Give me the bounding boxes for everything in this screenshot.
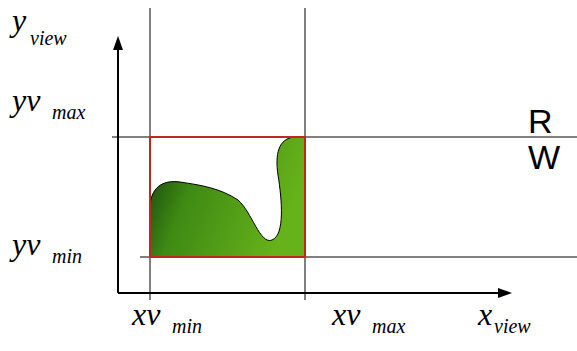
y-axis-arrow — [113, 36, 123, 50]
axis-subscript: view — [494, 316, 531, 336]
y-axis — [117, 46, 119, 293]
bound-subscript: min — [52, 246, 82, 266]
axis-label: y — [12, 4, 26, 36]
clipped-shape — [150, 137, 305, 257]
bound-subscript: max — [52, 102, 85, 122]
bound-label: yv — [12, 228, 40, 260]
bound-subscript: min — [172, 316, 202, 336]
bound-label: yv — [12, 84, 40, 116]
bound-subscript: max — [372, 316, 405, 336]
x-axis — [118, 292, 500, 294]
x-axis-arrow — [498, 288, 512, 298]
axis-label: x — [478, 298, 492, 330]
bound-label: xv — [332, 298, 360, 330]
viewport-rect — [150, 137, 305, 257]
axis-subscript: view — [30, 28, 67, 48]
heading-fragment: R — [528, 104, 553, 138]
heading-fragment: W — [528, 140, 560, 174]
bound-label: xv — [132, 298, 160, 330]
